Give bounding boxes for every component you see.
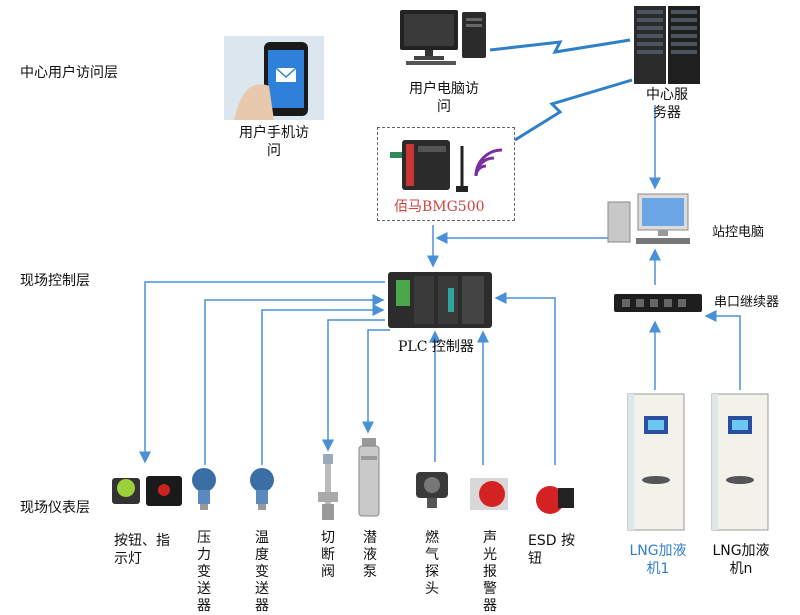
instrument-label-button-lamp: 按钮、指 示灯 (114, 533, 170, 567)
button-indicator-icon (112, 476, 182, 506)
instrument-label-valve: 切断阀 (321, 530, 335, 580)
serial-repeater-icon (614, 294, 702, 312)
gateway-box (377, 127, 515, 221)
instrument-label-temperature: 温度变送器 (255, 530, 269, 614)
gateway-label: 佰马BMG500 (394, 199, 485, 215)
temperature-transmitter-icon (250, 468, 274, 510)
submersible-pump-icon (358, 438, 380, 517)
pressure-transmitter-icon (192, 468, 216, 510)
mobile-label: 用户手机访 问 (239, 125, 309, 159)
arrow-esd-to-plc (494, 292, 556, 465)
arrow-lngn-to-repeater (704, 310, 741, 390)
station-pc-icon (607, 193, 690, 244)
connection-lines (139, 38, 741, 465)
lng-dispenser-n-icon (711, 393, 769, 531)
instrument-label-esd: ESD 按 钮 (528, 533, 575, 567)
mobile-phone-icon (224, 36, 324, 120)
layer-label-field-control: 现场控制层 (20, 273, 90, 289)
instrument-label-pressure: 压力变送器 (197, 530, 211, 614)
esd-button-icon (536, 486, 574, 514)
arrow-plc-to-valve (322, 319, 385, 452)
arrow-plc-to-button (139, 281, 385, 464)
plc-controller-icon (388, 272, 492, 328)
plc-label: PLC 控制器 (398, 339, 474, 355)
user-pc-label: 用户电脑访 问 (409, 81, 479, 115)
instrument-label-gas: 燃气探头 (425, 530, 439, 597)
shutoff-valve-icon (318, 454, 338, 520)
user-pc-icon (400, 10, 486, 65)
station-pc-label: 站控电脑 (712, 225, 765, 240)
layer-label-field-instrument: 现场仪表层 (20, 500, 90, 516)
arrow-pressure-to-plc (204, 294, 385, 465)
arrow-plc-to-pump (362, 329, 390, 434)
lng1-label: LNG加液 机1 (629, 543, 687, 577)
wireless-link-pc-server (489, 38, 631, 54)
lngn-label: LNG加液 机n (712, 543, 770, 577)
gateway-router-icon (390, 140, 503, 192)
wireless-link-gateway-server (514, 78, 633, 142)
layer-label-center: 中心用户访问层 (20, 65, 118, 81)
instrument-label-pump: 潜液泵 (363, 530, 377, 580)
audible-visual-alarm-icon (470, 478, 508, 510)
gas-detector-icon (416, 472, 448, 508)
serial-repeater-label: 串口继续器 (714, 295, 780, 310)
instrument-label-alarm: 声光报警器 (483, 530, 497, 614)
server-rack-icon (634, 6, 700, 84)
arrow-temp-to-plc (261, 304, 385, 465)
lng-dispenser-1-icon (627, 393, 685, 531)
server-label: 中心服 务器 (646, 87, 688, 121)
